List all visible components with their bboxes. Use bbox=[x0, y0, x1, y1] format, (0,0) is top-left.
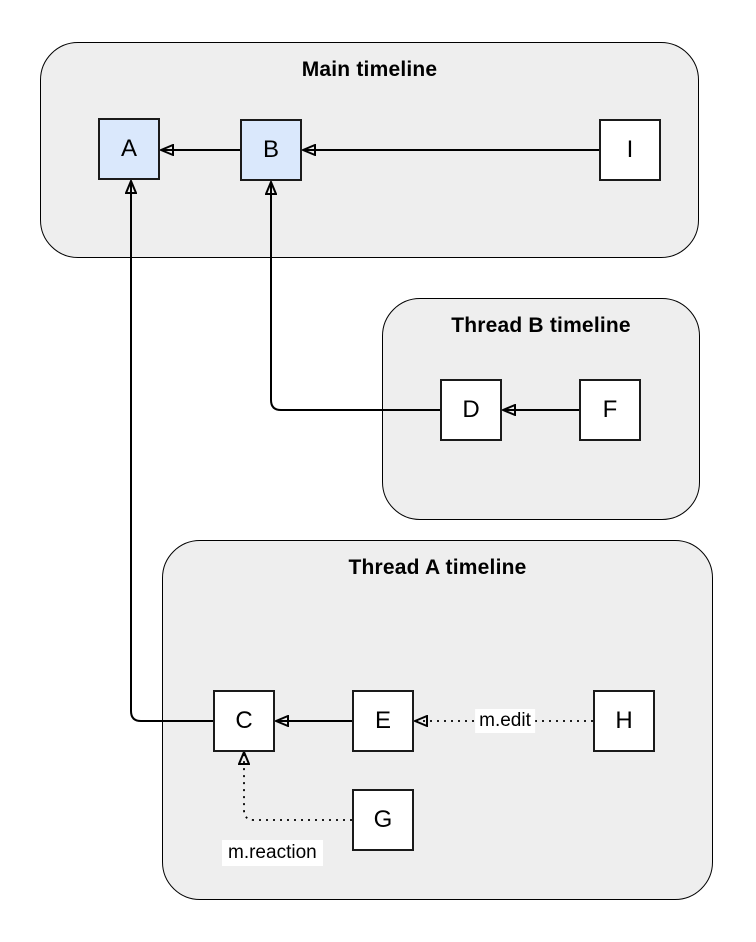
event-node-h: H bbox=[593, 690, 655, 752]
event-node-d: D bbox=[440, 379, 502, 441]
event-node-e: E bbox=[352, 690, 414, 752]
event-node-g-label: G bbox=[373, 806, 393, 833]
container-title-thread-a-timeline: Thread A timeline bbox=[348, 556, 527, 579]
event-node-e-label: E bbox=[374, 707, 391, 734]
event-node-d-label: D bbox=[462, 396, 480, 423]
event-node-a-label: A bbox=[120, 135, 137, 162]
container-title-main-timeline: Main timeline bbox=[301, 58, 438, 81]
event-node-i-label: I bbox=[626, 136, 634, 163]
container-title-thread-b-timeline: Thread B timeline bbox=[451, 314, 631, 337]
event-node-h-label: H bbox=[615, 707, 633, 734]
event-node-b-label: B bbox=[262, 136, 279, 163]
event-node-c-label: C bbox=[235, 707, 253, 734]
event-node-g: G bbox=[352, 789, 414, 851]
event-node-a: A bbox=[98, 118, 160, 180]
edge-label-m-reaction: m.reaction bbox=[222, 840, 323, 866]
container-thread-b-timeline: Thread B timeline bbox=[382, 298, 700, 520]
event-node-i: I bbox=[599, 119, 661, 181]
edge-label-m-edit: m.edit bbox=[475, 709, 535, 733]
event-node-f: F bbox=[579, 379, 641, 441]
event-node-b: B bbox=[240, 119, 302, 181]
event-node-c: C bbox=[213, 690, 275, 752]
event-node-f-label: F bbox=[602, 396, 618, 423]
